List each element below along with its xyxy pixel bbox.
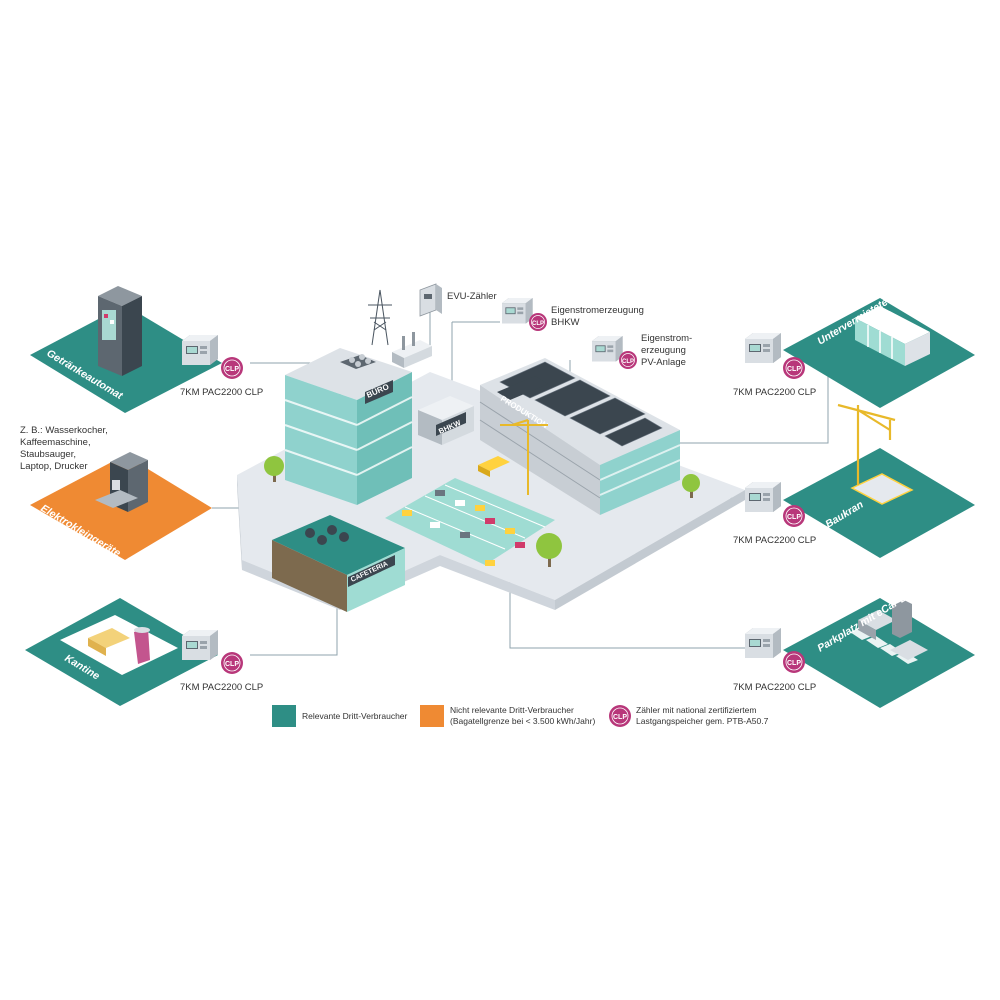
svg-text:CLP: CLP — [613, 714, 627, 721]
svg-text:CLP: CLP — [622, 359, 634, 365]
meter-label-kantine: 7KM PAC2200 CLP — [180, 682, 264, 693]
legend-not-relevant-text: Nicht relevante Dritt-Verbraucher (Bagat… — [450, 705, 596, 726]
svg-text:CLP: CLP — [787, 660, 801, 667]
tree — [536, 533, 562, 567]
elektro-examples-text: Z. B.: Wasserkocher, Kaffeemaschine, Sta… — [20, 425, 108, 472]
vending-machine-icon — [98, 286, 142, 376]
site-crane — [500, 419, 548, 495]
meter-label-getraenkeautomat: 7KM PAC2200 CLP — [180, 387, 264, 398]
transformer — [392, 332, 432, 368]
clp-badge: CLP — [783, 357, 805, 379]
legend-clp-badge: CLP — [609, 705, 631, 727]
eigen-bhkw-label: Eigenstromerzeugung BHKW — [551, 305, 644, 328]
meter-parkplatz — [745, 628, 781, 658]
meter-pv — [592, 336, 623, 362]
consumer-tile-parkplatz — [783, 598, 975, 708]
sandwich-drink-icon — [60, 615, 178, 675]
bhkw-building — [418, 396, 474, 445]
svg-text:CLP: CLP — [225, 366, 239, 373]
coffee-machine-icon — [95, 452, 148, 512]
consumer-tile-produktionshalle — [783, 298, 975, 408]
meter-bhkw — [502, 298, 533, 324]
cafeteria-building — [272, 515, 405, 612]
meter-produktionshalle — [745, 333, 781, 363]
office-building — [284, 348, 413, 505]
meter-baukran — [745, 482, 781, 512]
legend-swatch-relevant — [272, 705, 296, 727]
meter-label-baukran: 7KM PAC2200 CLP — [733, 535, 817, 546]
svg-text:CLP: CLP — [225, 661, 239, 668]
meter-kantine — [182, 630, 218, 660]
eigen-pv-label: Eigenstrom-erzeugung PV-Anlage — [641, 333, 693, 368]
clp-badge: CLP — [529, 313, 547, 331]
production-building — [479, 358, 681, 515]
factory-hall-icon — [855, 306, 930, 366]
tree — [264, 456, 284, 482]
evu-meter-box — [419, 283, 442, 317]
meter-getraenkeautomat — [182, 335, 218, 365]
evu-meter-label: EVU-Zähler — [447, 291, 497, 302]
svg-text:CLP: CLP — [787, 514, 801, 521]
parking-lot — [385, 478, 555, 565]
clp-badge: CLP — [783, 505, 805, 527]
legend-relevant-text: Relevante Dritt-Verbraucher — [302, 711, 408, 721]
legend-swatch-not-relevant — [420, 705, 444, 727]
svg-text:CLP: CLP — [532, 321, 544, 327]
clp-badge: CLP — [619, 351, 637, 369]
clp-badge: CLP — [783, 651, 805, 673]
tree — [682, 474, 700, 498]
crane-icon — [837, 403, 914, 505]
svg-text:CLP: CLP — [787, 366, 801, 373]
clp-badge: CLP — [221, 357, 243, 379]
clp-badge: CLP — [221, 652, 243, 674]
meter-label-parkplatz: 7KM PAC2200 CLP — [733, 682, 817, 693]
excavator — [478, 456, 510, 477]
legend-meter-text: Zähler mit national zertifiziertem Lastg… — [636, 705, 769, 726]
meter-label-produktionshalle: 7KM PAC2200 CLP — [733, 387, 817, 398]
ecar-charging-icon — [850, 600, 928, 664]
power-pylon — [368, 289, 392, 346]
